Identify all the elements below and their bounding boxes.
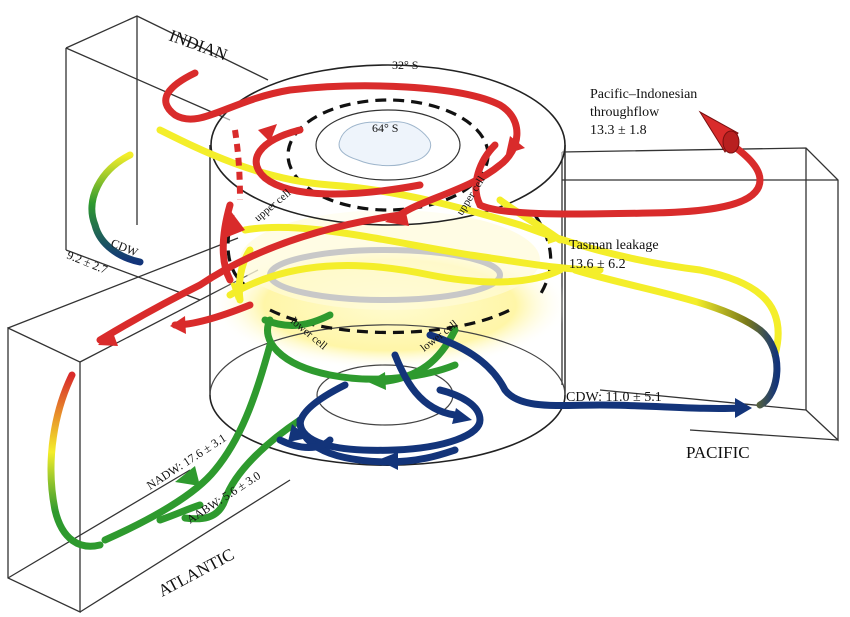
antarctica-map xyxy=(315,109,461,181)
bottom-arrowheads xyxy=(288,398,752,470)
surface-arrowheads xyxy=(98,124,525,346)
deep-arrowheads xyxy=(175,372,386,486)
deep-water-flows xyxy=(101,311,459,544)
indian-basin-box xyxy=(65,15,269,301)
indian-cdw-value: 9.2 ± 2.7 xyxy=(65,248,110,277)
pacific-cdw-gradient-flow xyxy=(571,266,781,409)
surface-water-flows xyxy=(96,69,764,344)
aabw-flow xyxy=(156,501,204,524)
atlantic-gradient-flow xyxy=(47,371,104,550)
throughflow-title-line1: Pacific–Indonesian xyxy=(590,87,697,102)
atlantic-basin-label: ATLANTIC xyxy=(155,545,237,601)
latitude-64s-label: 64° S xyxy=(372,121,398,135)
pacific-cdw-label: CDW: 11.0 ± 5.1 xyxy=(566,390,662,405)
tasman-leakage-value: 13.6 ± 6.2 xyxy=(569,257,626,272)
tasman-leakage-label: Tasman leakage xyxy=(569,238,659,253)
pacific-basin-label: PACIFIC xyxy=(686,443,750,462)
indian-cdw-gradient-flow xyxy=(88,151,144,266)
throughflow-cone-icon xyxy=(698,110,740,154)
throughflow-title-line2: throughflow xyxy=(590,105,660,120)
surface-dashed-segment xyxy=(232,129,243,201)
latitude-32s-label: 32° S xyxy=(392,58,418,72)
indian-basin-label: INDIAN xyxy=(167,26,230,65)
intermediate-water-flows xyxy=(156,126,782,359)
throughflow-value: 13.3 ± 1.8 xyxy=(590,123,647,138)
intermediate-arrowheads xyxy=(230,228,560,300)
